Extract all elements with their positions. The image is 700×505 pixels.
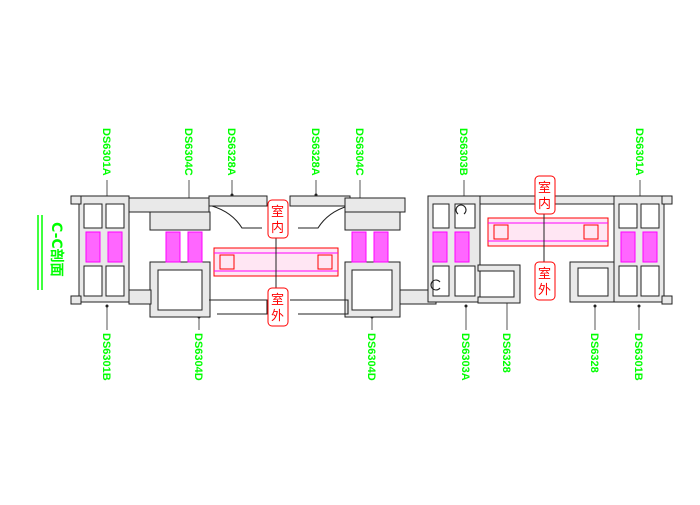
indoor-char-1-left: 室 — [271, 204, 284, 220]
bottom-label-7: DS6301B — [632, 333, 644, 381]
top-label-7: DS6301A — [633, 128, 645, 176]
section-title: C-C剖面 — [48, 222, 65, 277]
top-label-5: DS6304C — [353, 128, 365, 176]
outdoor-char-2-left: 外 — [271, 309, 284, 324]
glass-unit-left — [213, 200, 339, 305]
glass-unit-right — [487, 190, 609, 262]
top-label-1: DS6301A — [100, 128, 112, 176]
thermal-breaks — [85, 231, 658, 263]
annotation-outdoor-right: 室 外 — [534, 261, 556, 301]
top-labels: DS6301A DS6304C DS6328A DS6328A DS6304C … — [100, 128, 645, 176]
sash-profile-center — [289, 195, 437, 318]
outdoor-char-1-right: 室 — [538, 266, 551, 282]
bottom-label-2: DS6304D — [192, 333, 204, 381]
frame-profile-right — [613, 195, 673, 305]
bottom-labels: DS6301B DS6304D DS6304D DS6303A DS6328 D… — [100, 333, 644, 381]
outdoor-char-1-left: 室 — [271, 292, 284, 308]
sash-profile-left — [128, 195, 268, 318]
bottom-label-1: DS6301B — [100, 333, 112, 381]
top-label-3: DS6328A — [225, 128, 237, 176]
bottom-label-6: DS6328 — [588, 333, 600, 373]
indoor-char-2-left: 内 — [271, 220, 284, 236]
indoor-char-2-right: 内 — [538, 196, 551, 212]
bottom-label-4: DS6303A — [459, 333, 471, 381]
top-label-6: DS6303B — [457, 128, 469, 176]
outdoor-char-2-right: 外 — [538, 283, 551, 298]
top-label-4: DS6328A — [309, 128, 321, 176]
top-label-2: DS6304C — [182, 128, 194, 176]
annotation-indoor-right: 室 内 — [534, 175, 556, 215]
section-title-group: C-C剖面 — [37, 215, 65, 290]
bottom-label-5: DS6328 — [500, 333, 512, 373]
annotation-indoor-left: 室 内 — [267, 199, 289, 239]
annotation-outdoor-left: 室 外 — [267, 287, 289, 327]
bottom-label-3: DS6304D — [365, 333, 377, 381]
indoor-char-1-right: 室 — [538, 180, 551, 196]
